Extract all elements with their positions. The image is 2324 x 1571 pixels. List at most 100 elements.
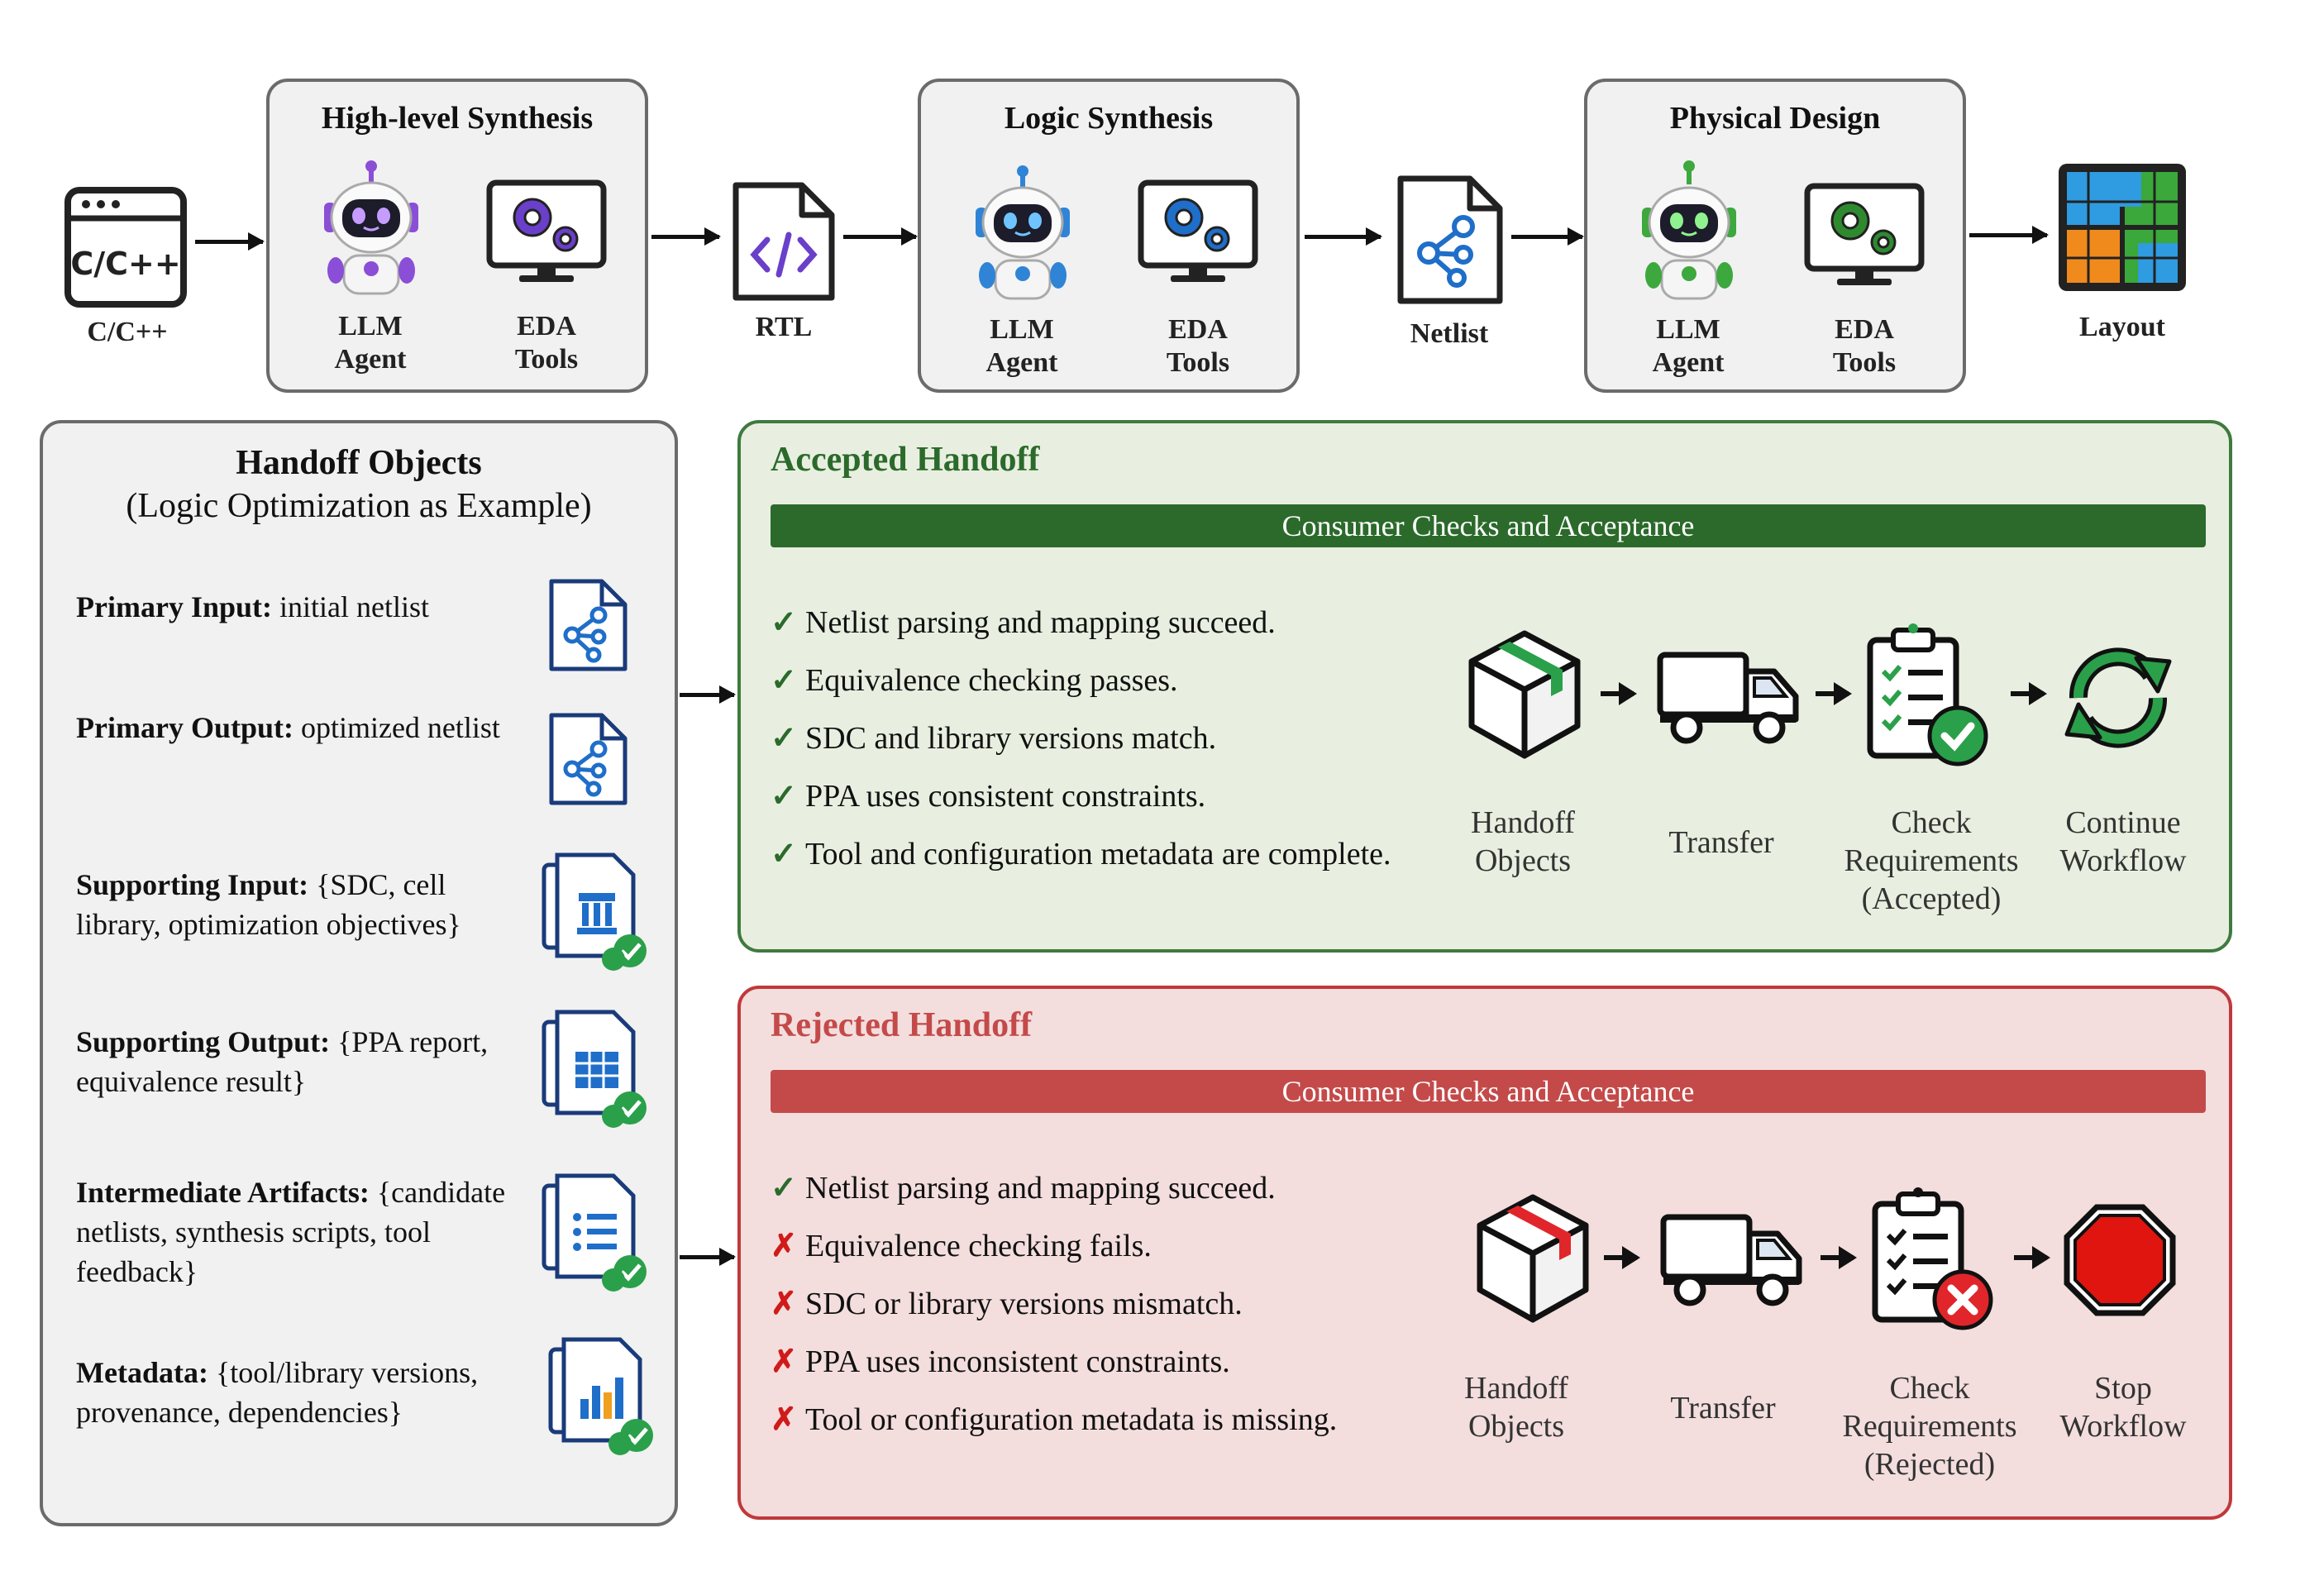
- check-item: ✓Tool and configuration metadata are com…: [771, 835, 1391, 873]
- list-docs-icon: [542, 1173, 647, 1292]
- package-box-icon: [1468, 630, 1581, 759]
- item-key: Intermediate Artifacts:: [76, 1176, 370, 1209]
- clipboard-check-icon: [1867, 623, 1988, 766]
- handoff-objects-title: Handoff Objects: [236, 444, 482, 482]
- item-value: {SDC, cell library, optimization objecti…: [76, 868, 461, 941]
- truck-icon: [1657, 652, 1799, 744]
- arrow-objects-to-accepted: [680, 685, 736, 704]
- check-item: ✓Netlist parsing and mapping succeed.: [771, 1169, 1276, 1207]
- cross-icon: ✗: [771, 1287, 797, 1321]
- robot-agent-icon: [1642, 160, 1736, 300]
- robot-agent-icon: [324, 160, 418, 295]
- handoff-item: Supporting Output: {PPA report, equivale…: [76, 1022, 523, 1101]
- arrow-rtl-to-logic: [843, 227, 918, 246]
- check-icon: ✓: [771, 721, 797, 756]
- code-window-text: C/C++: [70, 246, 180, 282]
- item-key: Primary Output:: [76, 711, 293, 744]
- item-key: Supporting Output:: [76, 1025, 331, 1058]
- flow-arrow: [1604, 1246, 1640, 1269]
- item-value: {PPA report, equivalence result}: [76, 1025, 489, 1098]
- chart-docs-icon: [548, 1337, 653, 1455]
- flow-label-handoff-objects: Handoff Objects: [1471, 805, 1575, 878]
- flow-arrow: [2014, 1246, 2050, 1269]
- flow-label-transfer: Transfer: [1670, 1391, 1776, 1425]
- item-value: {tool/library versions, provenance, depe…: [76, 1356, 479, 1429]
- stage-physical-design: Physical Design LLM Agent EDA Tools: [1584, 79, 1966, 393]
- source-label: C/C++: [87, 317, 168, 347]
- check-text: SDC and library versions match.: [805, 721, 1217, 756]
- check-icon: ✓: [771, 779, 797, 814]
- check-text: Tool and configuration metadata are comp…: [805, 837, 1391, 871]
- handoff-item: Primary Output: optimized netlist: [76, 708, 506, 747]
- flow-arrow: [1816, 682, 1852, 705]
- flow-arrow: [2011, 682, 2047, 705]
- eda-tools-monitor-icon: [1138, 179, 1258, 282]
- stage-logic-synthesis: Logic Synthesis LLM Agent EDA Tools: [918, 79, 1300, 393]
- code-file-icon: [733, 182, 835, 301]
- check-item: ✓Netlist parsing and mapping succeed.: [771, 604, 1276, 642]
- flow-arrow: [1601, 682, 1637, 705]
- check-icon: ✓: [771, 837, 797, 871]
- check-text: Equivalence checking fails.: [805, 1229, 1152, 1263]
- check-item: ✗Tool or configuration metadata is missi…: [771, 1401, 1337, 1439]
- accepted-title: Accepted Handoff: [771, 441, 1040, 479]
- handoff-item: Supporting Input: {SDC, cell library, op…: [76, 865, 523, 944]
- arrow-hls-to-rtl: [651, 227, 721, 246]
- item-value: initial netlist: [272, 590, 429, 623]
- check-item: ✓SDC and library versions match.: [771, 719, 1216, 757]
- check-icon: ✓: [771, 605, 797, 640]
- check-item: ✓Equivalence checking passes.: [771, 661, 1178, 700]
- stage-title: Physical Design: [1669, 101, 1881, 136]
- check-text: PPA uses inconsistent constraints.: [805, 1344, 1230, 1379]
- cross-icon: ✗: [771, 1344, 797, 1379]
- flow-label-continue-workflow: Continue Workflow: [2059, 805, 2187, 878]
- check-item: ✗SDC or library versions mismatch.: [771, 1285, 1243, 1323]
- check-item: ✗PPA uses inconsistent constraints.: [771, 1343, 1230, 1381]
- arrow-pd-to-layout: [1969, 226, 2049, 244]
- check-icon: ✓: [771, 663, 797, 698]
- tools-label: EDA Tools: [1166, 314, 1230, 378]
- rejected-checks-bar: Consumer Checks and Acceptance: [771, 1070, 2206, 1113]
- check-item: ✓PPA uses consistent constraints.: [771, 777, 1205, 815]
- check-icon: ✓: [771, 1171, 797, 1206]
- truck-icon: [1660, 1214, 1802, 1306]
- agent-label: LLM Agent: [334, 311, 407, 375]
- stage-high-level-synthesis: High-level Synthesis LLM Agent EDA Tools: [266, 79, 648, 393]
- item-key: Primary Input:: [76, 590, 272, 623]
- arrow-objects-to-rejected: [680, 1248, 736, 1266]
- stage-title: High-level Synthesis: [321, 101, 594, 136]
- library-docs-icon: [542, 852, 647, 971]
- accepted-handoff-box: Accepted Handoff Consumer Checks and Acc…: [737, 420, 2232, 953]
- clipboard-reject-icon: [1872, 1187, 1993, 1330]
- check-text: Netlist parsing and mapping succeed.: [805, 605, 1276, 640]
- tools-label: EDA Tools: [1832, 314, 1897, 378]
- arrow-source-to-hls: [195, 232, 265, 251]
- artifact-label-rtl: RTL: [755, 312, 813, 342]
- accepted-checks-bar: Consumer Checks and Acceptance: [771, 504, 2206, 547]
- tools-label: EDA Tools: [514, 311, 579, 375]
- eda-tools-monitor-icon: [486, 179, 607, 282]
- handoff-item: Intermediate Artifacts: {candidate netli…: [76, 1172, 523, 1292]
- cross-icon: ✗: [771, 1229, 797, 1263]
- item-value: {candidate netlists, synthesis scripts, …: [76, 1176, 506, 1288]
- netlist-file-icon: [549, 579, 628, 671]
- check-text: Netlist parsing and mapping succeed.: [805, 1171, 1276, 1206]
- robot-agent-icon: [976, 165, 1070, 300]
- item-key: Supporting Input:: [76, 868, 309, 901]
- package-box-icon: [1477, 1194, 1589, 1323]
- artifact-label-layout: Layout: [2079, 312, 2165, 342]
- code-window-icon: C/C++: [64, 187, 187, 308]
- netlist-file-icon: [549, 713, 628, 805]
- item-key: Metadata:: [76, 1356, 208, 1389]
- stage-title: Logic Synthesis: [1004, 101, 1214, 136]
- flow-label-transfer: Transfer: [1668, 825, 1774, 860]
- agent-label: LLM Agent: [985, 314, 1058, 378]
- check-text: PPA uses consistent constraints.: [805, 779, 1206, 814]
- eda-tools-monitor-icon: [1804, 183, 1925, 285]
- handoff-item: Metadata: {tool/library versions, proven…: [76, 1353, 539, 1432]
- check-text: Equivalence checking passes.: [805, 663, 1178, 698]
- report-table-icon: [542, 1010, 647, 1128]
- item-value: optimized netlist: [293, 711, 500, 744]
- flow-label-stop-workflow: Stop Workflow: [2059, 1371, 2187, 1444]
- check-item: ✗Equivalence checking fails.: [771, 1227, 1152, 1265]
